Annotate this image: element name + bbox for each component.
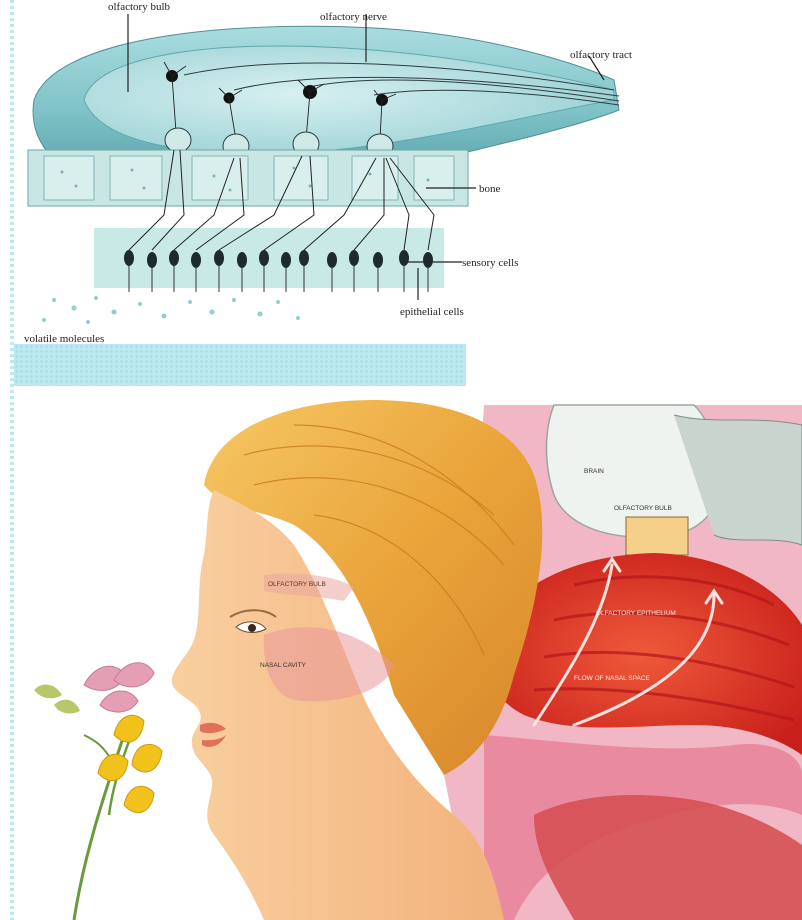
decorative-band [14, 344, 466, 386]
section-bulb-box [626, 517, 688, 555]
label-section-olfactory-bulb: OLFACTORY BULB [614, 505, 672, 512]
label-epithelial-cells: epithelial cells [400, 306, 464, 318]
volatile-molecules [42, 296, 300, 324]
label-brain: BRAIN [584, 468, 604, 475]
label-olfactory-tract: olfactory tract [570, 49, 632, 61]
label-sensory-cells: sensory cells [462, 257, 519, 269]
label-olfactory-bulb: olfactory bulb [108, 1, 171, 13]
olfactory-anatomy-diagram: olfactory bulb olfactory nerve olfactory… [14, 0, 704, 350]
label-nasopharynx: FLOW OF NASAL SPACE [574, 675, 651, 682]
label-face-olfactory-bulb: OLFACTORY BULB [268, 581, 326, 588]
flower [34, 663, 162, 920]
label-olfactory-nerve: olfactory nerve [320, 11, 387, 23]
label-olfactory-epithelium: OLFACTORY EPITHELIUM [596, 610, 676, 617]
label-nasal-cavity: NASAL CAVITY [260, 662, 307, 669]
nasal-cavity-illustration: OLFACTORY BULB NASAL CAVITY BRAIN OLFACT… [14, 395, 802, 920]
label-bone: bone [479, 183, 501, 195]
